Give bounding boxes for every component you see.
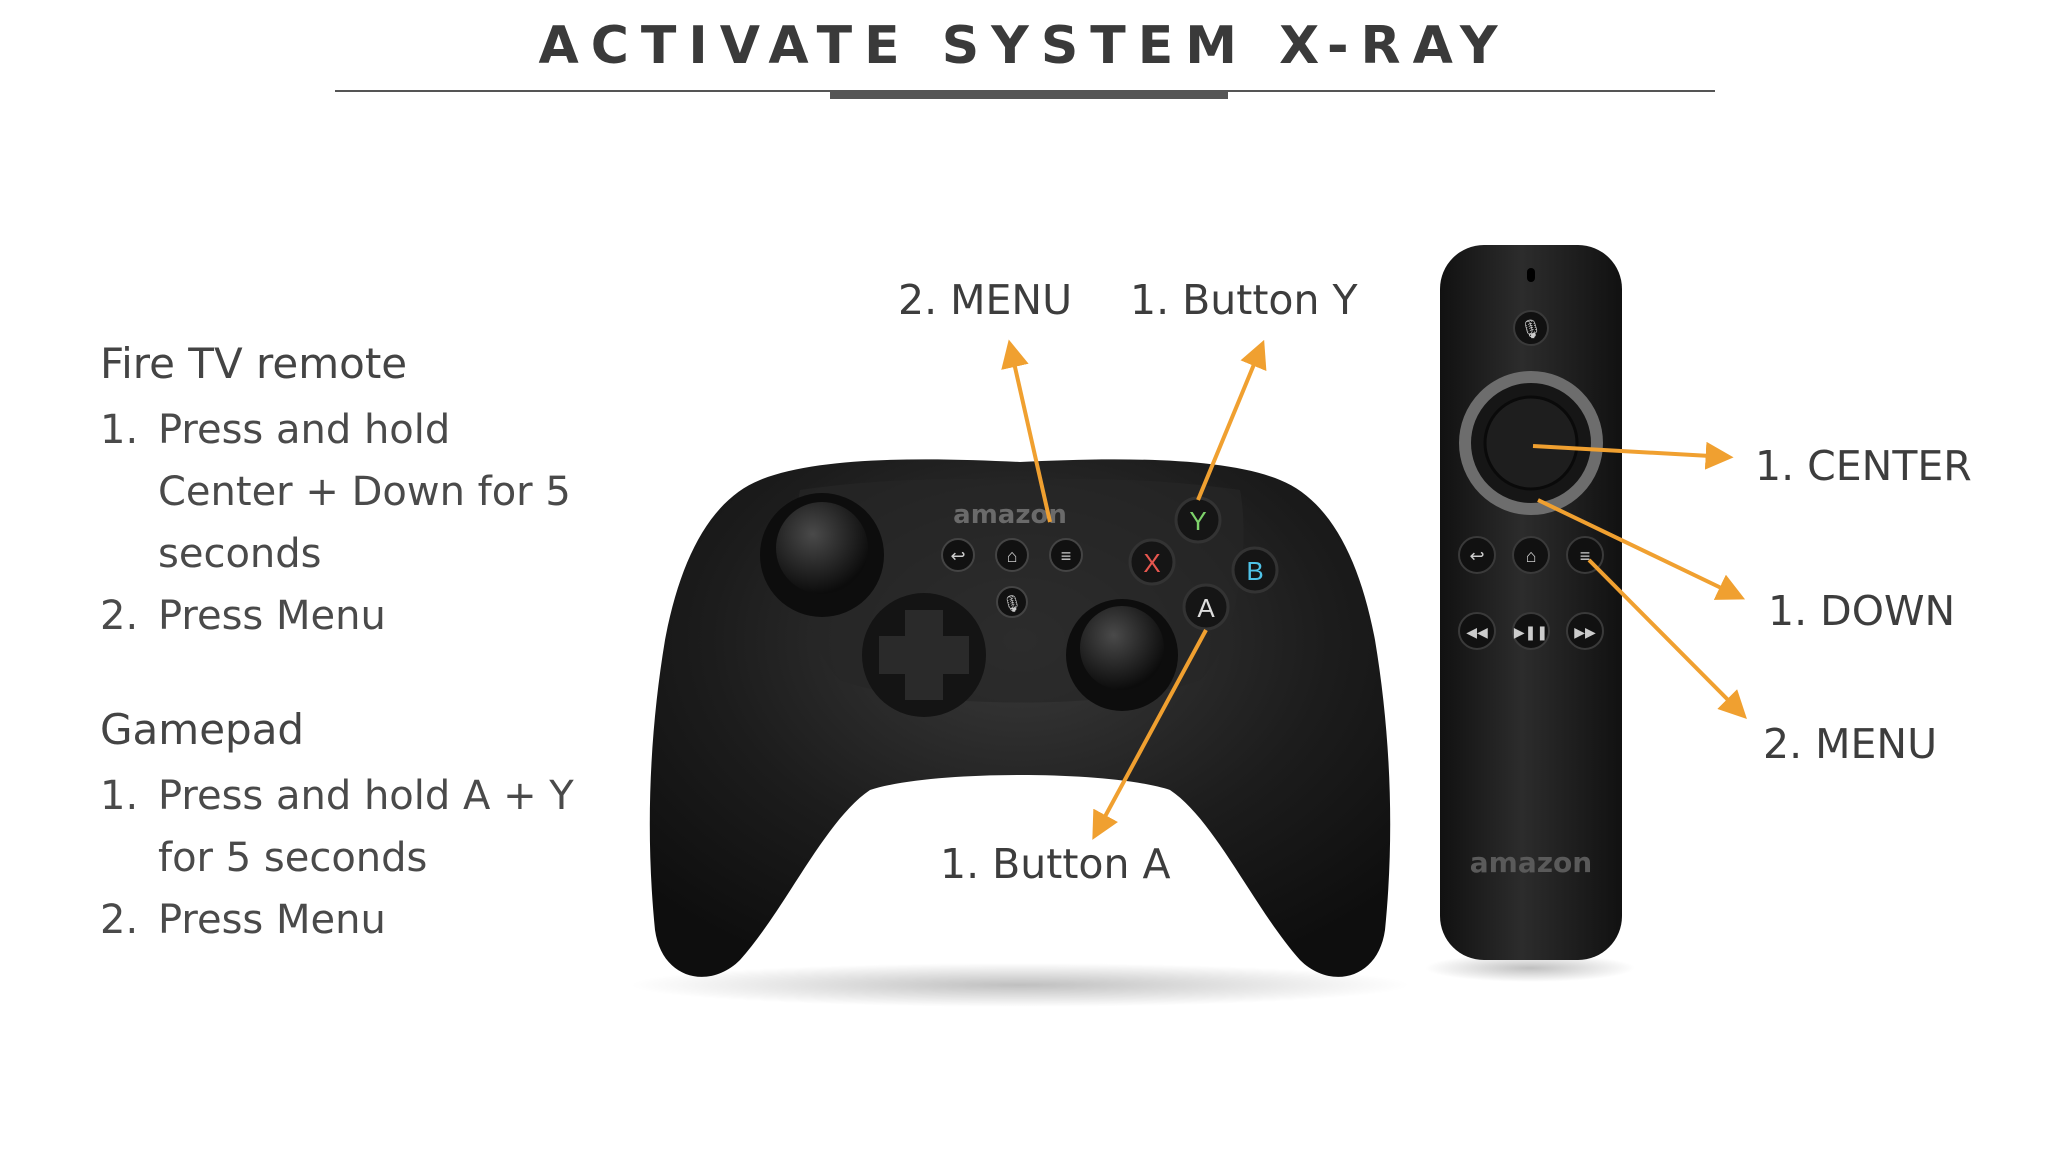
remote-play-pause-button <box>1512 612 1550 650</box>
gamepad: amazon ↩ ⌂ ≡ 🎙 Y X B A <box>630 459 1410 1007</box>
list-item: 2. Press Menu <box>100 585 620 647</box>
gamepad-x-button <box>1128 538 1176 586</box>
gamepad-menu-button <box>1049 538 1083 572</box>
fire-tv-remote: 🎙 ↩ ⌂ ≡ ◀◀ ▶❚❚ ▶▶ amazon <box>1425 245 1635 982</box>
button-y-glyph: Y <box>1189 506 1206 536</box>
back-icon: ↩ <box>950 546 965 566</box>
microphone-icon: 🎙 <box>1520 319 1543 339</box>
callout-gamepad-button-y: 1. Button Y <box>1130 276 1358 324</box>
step-number: 1. <box>100 407 139 453</box>
callout-arrows <box>1001 339 1747 840</box>
remote-center-button <box>1483 395 1579 491</box>
home-icon: ⌂ <box>1007 546 1018 566</box>
gamepad-a-button <box>1182 583 1230 631</box>
button-b-glyph: B <box>1246 556 1263 586</box>
arrow-remote-down <box>1537 498 1746 600</box>
list-item: 2. Press Menu <box>100 889 620 951</box>
callout-gamepad-menu: 2. MENU <box>898 276 1073 324</box>
step-number: 1. <box>100 773 139 819</box>
remote-mic-button <box>1513 310 1549 346</box>
play-pause-icon: ▶❚❚ <box>1514 624 1548 641</box>
callout-remote-center: 1. CENTER <box>1755 442 1972 490</box>
gamepad-back-button <box>941 538 975 572</box>
step-text: Press Menu <box>158 897 386 943</box>
microphone-icon: 🎙 <box>1002 595 1022 613</box>
list-item: 1. Press and hold A + Y for 5 seconds <box>100 765 620 889</box>
button-x-glyph: X <box>1143 548 1160 578</box>
gamepad-home-button <box>995 538 1029 572</box>
menu-icon: ≡ <box>1061 546 1072 566</box>
callout-gamepad-button-a: 1. Button A <box>940 840 1171 888</box>
back-icon: ↩ <box>1469 546 1484 566</box>
fast-forward-icon: ▶▶ <box>1574 624 1596 640</box>
fire-tv-section-title: Fire TV remote <box>100 339 408 388</box>
step-text: Press and hold <box>158 407 451 453</box>
arrow-gamepad-y <box>1196 339 1267 501</box>
callout-remote-menu: 2. MENU <box>1763 720 1938 768</box>
gamepad-b-button <box>1231 546 1279 594</box>
gamepad-steps: 1. Press and hold A + Y for 5 seconds 2.… <box>100 765 620 951</box>
step-text: for 5 seconds <box>158 835 428 881</box>
list-item: 1. Press and hold Center + Down for 5 se… <box>100 399 620 585</box>
remote-fast-forward-button <box>1566 612 1604 650</box>
step-text: Press Menu <box>158 593 386 639</box>
menu-icon: ≡ <box>1580 546 1591 566</box>
step-text: seconds <box>158 531 322 577</box>
step-number: 2. <box>100 593 139 639</box>
home-icon: ⌂ <box>1526 546 1537 566</box>
callout-remote-down: 1. DOWN <box>1768 587 1956 635</box>
fire-tv-steps: 1. Press and hold Center + Down for 5 se… <box>100 399 620 647</box>
slide-title: ACTIVATE SYSTEM X-RAY <box>538 16 1510 76</box>
arrow-remote-menu <box>1587 558 1747 719</box>
dpad <box>879 610 969 700</box>
remote-rewind-button <box>1458 612 1496 650</box>
step-text: Press and hold A + Y <box>158 773 574 819</box>
arrow-gamepad-a <box>1092 629 1208 840</box>
instructions-panel: Fire TV remote 1. Press and hold Center … <box>100 335 620 951</box>
button-a-glyph: A <box>1197 593 1215 623</box>
remote-back-button <box>1458 536 1496 574</box>
step-number: 2. <box>100 897 139 943</box>
gamepad-section-title: Gamepad <box>100 705 305 754</box>
arrow-remote-center <box>1532 441 1734 470</box>
right-stick <box>1080 606 1164 690</box>
gamepad-mic-button <box>996 586 1028 618</box>
title-underline-accent <box>830 90 1228 99</box>
rewind-icon: ◀◀ <box>1466 624 1488 640</box>
arrow-gamepad-menu <box>1001 339 1052 523</box>
remote-home-button <box>1512 536 1550 574</box>
remote-brand-logo: amazon <box>1470 846 1592 879</box>
left-stick <box>776 502 868 594</box>
step-text: Center + Down for 5 <box>158 469 571 515</box>
